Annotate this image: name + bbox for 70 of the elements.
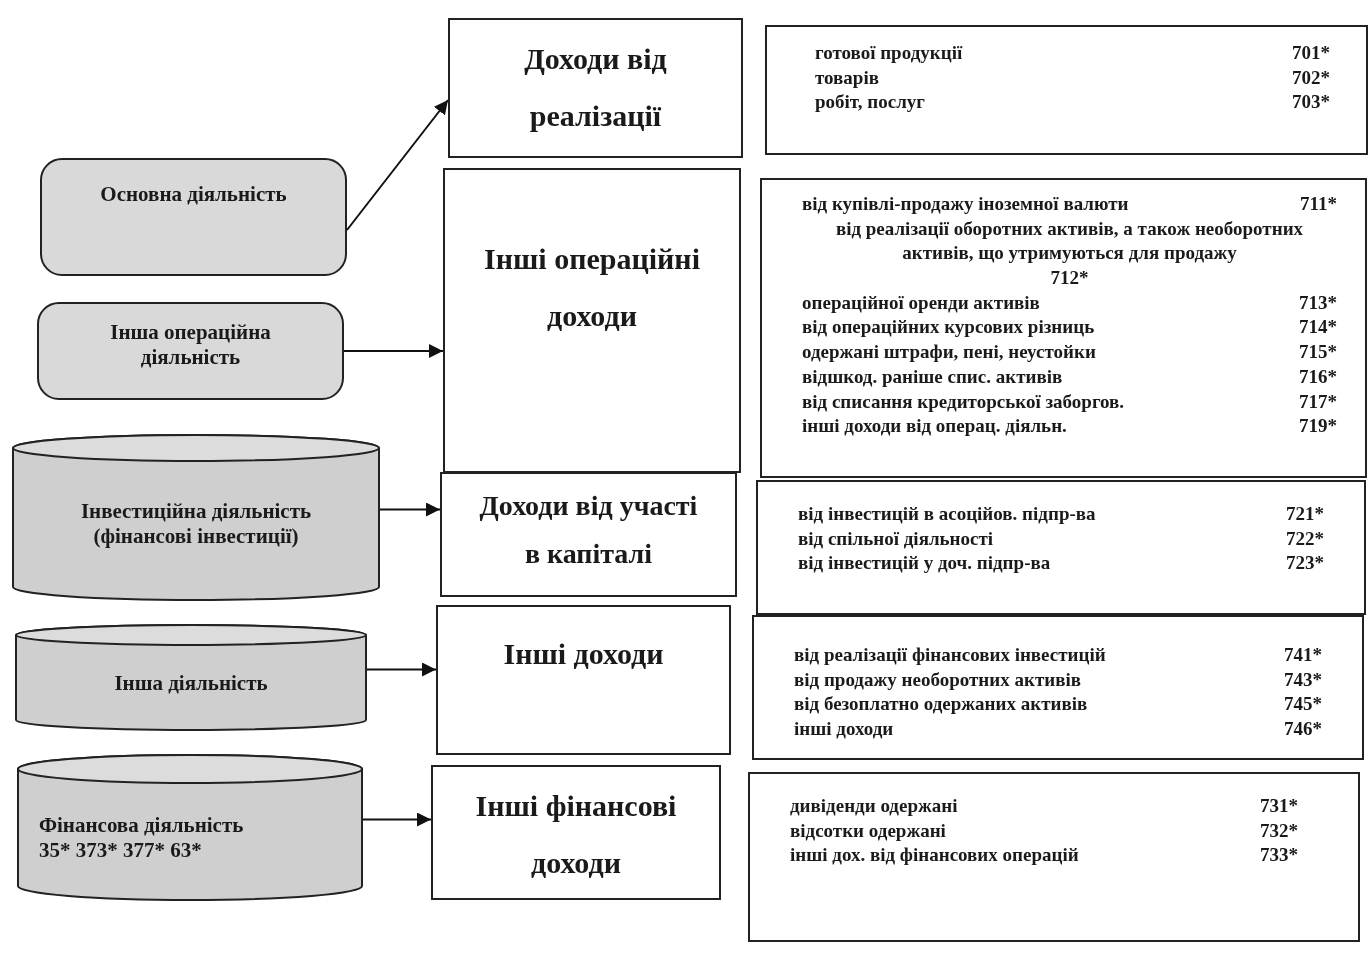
activity-label: Інвестиційна діяльність (фінансові інвестиції) — [79, 499, 313, 549]
account-code: 711* — [1299, 192, 1337, 216]
activity-label: Інша операційна діяльність — [109, 320, 272, 370]
income-item: від інвестицій у доч. підпр-ва — [798, 551, 1052, 576]
income-item: інші дох. від фінансових операцій — [790, 843, 1080, 868]
account-list-box — [752, 615, 1364, 760]
account-code: 714* — [1299, 315, 1337, 340]
activity-label: Основна діяльність — [99, 182, 288, 207]
income-item: від операційних курсових різниць — [802, 315, 1096, 340]
account-code: 732* — [1260, 818, 1298, 843]
income-item: інші доходи від операц. діяльн. — [802, 414, 1068, 439]
account-code: 715* — [1299, 340, 1337, 365]
income-item: від продажу необоротних активів — [794, 667, 1082, 692]
account-code: 741* — [1284, 643, 1322, 667]
income-title: Інші доходи — [502, 636, 665, 672]
activity-box — [37, 302, 344, 400]
income-item: операційної оренди активів — [802, 290, 1041, 315]
activity-label: Фінансова діяльність — [39, 813, 245, 838]
account-code: 723* — [1286, 551, 1324, 576]
income-item: від списання кредиторської заборгов. — [802, 389, 1126, 414]
arrow — [362, 812, 432, 827]
account-code: 743* — [1284, 667, 1322, 692]
account-list-box — [748, 772, 1360, 942]
account-code: 702* — [1292, 65, 1330, 90]
income-item: відшкод. раніше спис. активів — [802, 364, 1064, 389]
account-code: 701* — [1292, 41, 1330, 65]
income-item: дивіденди одержані — [790, 794, 959, 818]
account-code: 712* — [1049, 266, 1090, 291]
income-item: робіт, послуг — [815, 90, 926, 115]
arrow — [379, 502, 441, 517]
income-box — [443, 168, 741, 473]
income-item: від реалізації фінансових інвестицій — [794, 643, 1107, 667]
account-code: 713* — [1299, 290, 1337, 315]
income-title: Доходи від участі в капіталі — [478, 489, 699, 571]
income-item: від купівлі-продажу іноземної валюти — [802, 192, 1130, 216]
income-item: від безоплатно одержаних активів — [794, 692, 1089, 717]
income-item: інші доходи — [794, 717, 895, 742]
income-box — [448, 18, 743, 158]
account-code: 717* — [1299, 389, 1337, 414]
account-code: 716* — [1299, 364, 1337, 389]
activity-box — [40, 158, 347, 276]
activity-label: Інша діяльність — [113, 671, 269, 696]
arrow — [346, 99, 449, 231]
income-item: від реалізації оборотних активів, а також необоротних активів, що утримуються для продажу — [834, 216, 1305, 266]
arrow — [343, 344, 444, 358]
income-item: готової продукції — [815, 41, 964, 65]
account-code: 745* — [1284, 692, 1322, 717]
income-box — [440, 472, 737, 597]
income-title: Інші фінансові доходи — [474, 788, 678, 881]
account-code: 722* — [1286, 526, 1324, 551]
account-list-box — [760, 178, 1367, 478]
account-code: 731* — [1260, 794, 1298, 818]
income-item: відсотки одержані — [790, 818, 947, 843]
income-box — [436, 605, 731, 755]
income-title: Доходи від реалізації — [523, 41, 668, 134]
account-code: 719* — [1299, 414, 1337, 439]
income-item: одержані штрафи, пені, неустойки — [802, 340, 1097, 365]
account-code: 703* — [1292, 90, 1330, 115]
income-title: Інші операційні доходи — [483, 241, 701, 334]
income-box — [431, 765, 721, 900]
account-codes: 35* 373* 377* 63* — [39, 838, 203, 863]
account-code: 746* — [1284, 717, 1322, 742]
account-list-box — [756, 480, 1366, 615]
account-list-box — [765, 25, 1368, 155]
account-code: 721* — [1286, 502, 1324, 526]
arrow — [366, 662, 437, 677]
income-item: від інвестицій в асоційов. підпр-ва — [798, 502, 1097, 526]
account-code: 733* — [1260, 843, 1298, 868]
income-item: від спільної діяльності — [798, 526, 995, 551]
income-item: товарів — [815, 65, 880, 90]
